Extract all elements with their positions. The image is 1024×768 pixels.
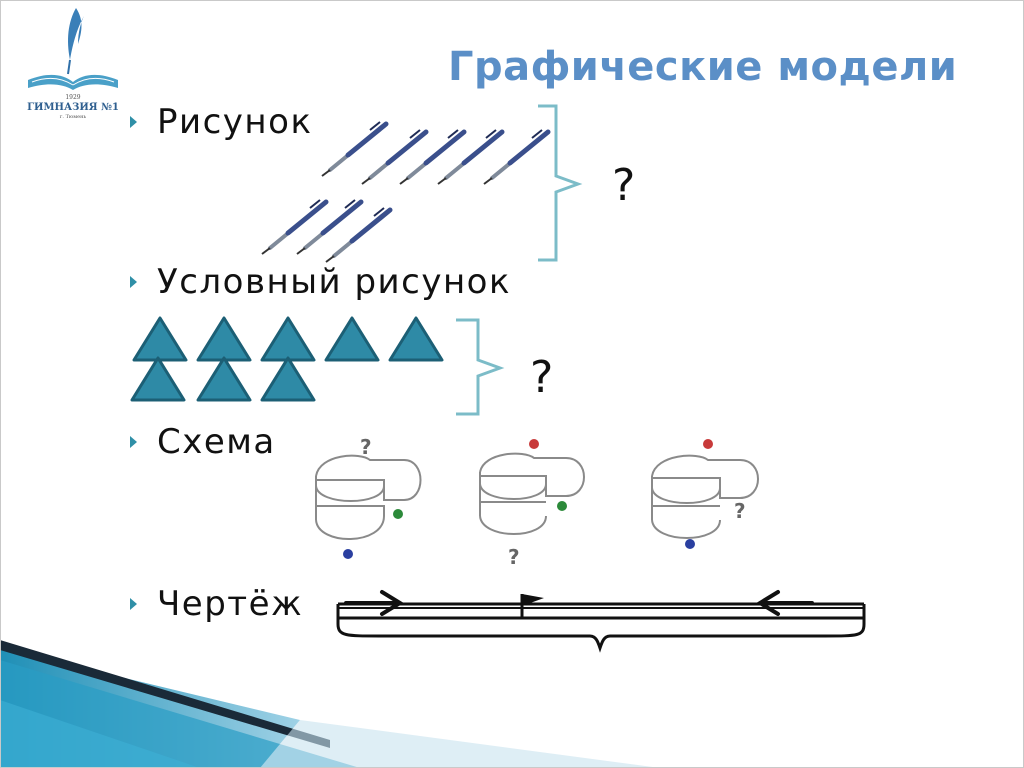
scheme-question-mark: ? bbox=[508, 545, 520, 569]
triangle-shape bbox=[260, 316, 316, 362]
triangle-shape bbox=[196, 356, 252, 402]
bullet-arrow-icon bbox=[130, 116, 137, 128]
triangle-shape bbox=[324, 316, 380, 362]
bullet-conditional-drawing: Условный рисунок bbox=[130, 262, 511, 302]
scheme-diagram bbox=[315, 454, 422, 540]
red-dot bbox=[529, 439, 539, 449]
curly-brace bbox=[456, 318, 505, 416]
bullet-scheme: Схема bbox=[130, 422, 276, 462]
pen-icon bbox=[322, 122, 386, 176]
flag-icon bbox=[520, 594, 544, 618]
slide-title: Графические модели bbox=[448, 44, 958, 90]
pen-icon bbox=[400, 130, 464, 184]
scheme-diagram bbox=[651, 454, 759, 539]
blue-dot bbox=[343, 549, 353, 559]
pen-icon bbox=[297, 200, 361, 254]
pen-icon bbox=[326, 208, 390, 262]
triangle-shape bbox=[130, 356, 186, 402]
question-mark: ? bbox=[530, 352, 554, 403]
bullet-label: Условный рисунок bbox=[157, 262, 512, 302]
logo-city: г. Тюмень bbox=[60, 114, 87, 120]
bullet-label: Чертёж bbox=[157, 584, 304, 624]
triangle-shape bbox=[132, 316, 188, 362]
arrow-icon bbox=[756, 590, 814, 616]
bullet-drawing: Рисунок bbox=[130, 102, 312, 142]
logo-name: ГИМНАЗИЯ №1 bbox=[27, 102, 119, 113]
green-dot bbox=[557, 501, 567, 511]
bullet-label: Рисунок bbox=[157, 102, 313, 142]
gymnasium-logo: 1929 ГИМНАЗИЯ №1 г. Тюмень bbox=[27, 8, 119, 120]
scheme-question-mark: ? bbox=[734, 499, 746, 523]
triangle-shape bbox=[388, 316, 444, 362]
triangle-shape bbox=[196, 316, 252, 362]
pen-icon bbox=[262, 200, 326, 254]
triangle-shape bbox=[260, 356, 316, 402]
scheme-diagram bbox=[479, 452, 585, 535]
logo-year: 1929 bbox=[65, 94, 80, 101]
corner-decoration bbox=[0, 640, 660, 768]
scheme-question-mark: ? bbox=[360, 435, 372, 459]
curly-brace bbox=[538, 104, 583, 262]
bullet-arrow-icon bbox=[130, 276, 137, 288]
bullet-label: Схема bbox=[157, 422, 276, 462]
bullet-arrow-icon bbox=[130, 436, 137, 448]
curly-brace bbox=[336, 623, 866, 653]
blueprint-diagram bbox=[336, 590, 866, 653]
green-dot bbox=[393, 509, 403, 519]
red-dot bbox=[703, 439, 713, 449]
arrow-icon bbox=[344, 590, 404, 616]
question-mark: ? bbox=[612, 160, 636, 211]
bullet-arrow-icon bbox=[130, 598, 137, 610]
bullet-blueprint: Чертёж bbox=[130, 584, 303, 624]
blue-dot bbox=[685, 539, 695, 549]
